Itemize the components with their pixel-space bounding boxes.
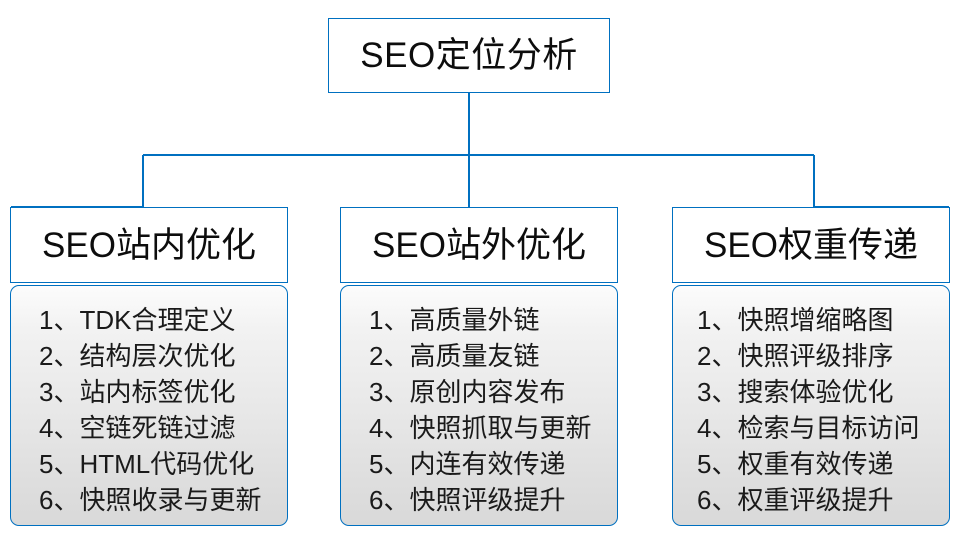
branch-header-1[interactable]: SEO站内优化 (10, 207, 288, 283)
branch-header-label-2: SEO站外优化 (372, 225, 586, 265)
branch-column-3: SEO权重传递 1、快照增缩略图 2、快照评级排序 3、搜索体验优化 4、检索与… (672, 207, 950, 526)
list-item: 2、快照评级排序 (697, 341, 894, 371)
list-item: 2、高质量友链 (369, 341, 540, 371)
branch-column-2: SEO站外优化 1、高质量外链 2、高质量友链 3、原创内容发布 4、快照抓取与… (340, 207, 618, 526)
root-node[interactable]: SEO定位分析 (328, 18, 610, 93)
branch-item-list-3: 1、快照增缩略图 2、快照评级排序 3、搜索体验优化 4、检索与目标访问 5、权… (672, 285, 950, 526)
list-item: 4、检索与目标访问 (697, 413, 920, 443)
list-item: 3、搜索体验优化 (697, 377, 894, 407)
list-item: 5、权重有效传递 (697, 449, 894, 479)
branch-header-label-3: SEO权重传递 (704, 225, 918, 265)
list-item: 6、快照收录与更新 (39, 485, 262, 515)
list-item: 5、HTML代码优化 (39, 449, 255, 479)
list-item: 3、原创内容发布 (369, 377, 566, 407)
list-item: 2、结构层次优化 (39, 341, 236, 371)
list-item: 5、内连有效传递 (369, 449, 566, 479)
branch-header-label-1: SEO站内优化 (42, 225, 256, 265)
list-item: 4、快照抓取与更新 (369, 413, 592, 443)
branch-column-1: SEO站内优化 1、TDK合理定义 2、结构层次优化 3、站内标签优化 4、空链… (10, 207, 288, 526)
branch-item-list-2: 1、高质量外链 2、高质量友链 3、原创内容发布 4、快照抓取与更新 5、内连有… (340, 285, 618, 526)
branch-header-3[interactable]: SEO权重传递 (672, 207, 950, 283)
list-item: 6、权重评级提升 (697, 485, 894, 515)
list-item: 3、站内标签优化 (39, 377, 236, 407)
branch-header-2[interactable]: SEO站外优化 (340, 207, 618, 283)
list-item: 1、快照增缩略图 (697, 305, 894, 335)
list-item: 4、空链死链过滤 (39, 413, 236, 443)
branch-item-list-1: 1、TDK合理定义 2、结构层次优化 3、站内标签优化 4、空链死链过滤 5、H… (10, 285, 288, 526)
list-item: 1、高质量外链 (369, 305, 540, 335)
list-item: 6、快照评级提升 (369, 485, 566, 515)
list-item: 1、TDK合理定义 (39, 305, 236, 335)
root-node-label: SEO定位分析 (360, 36, 578, 75)
